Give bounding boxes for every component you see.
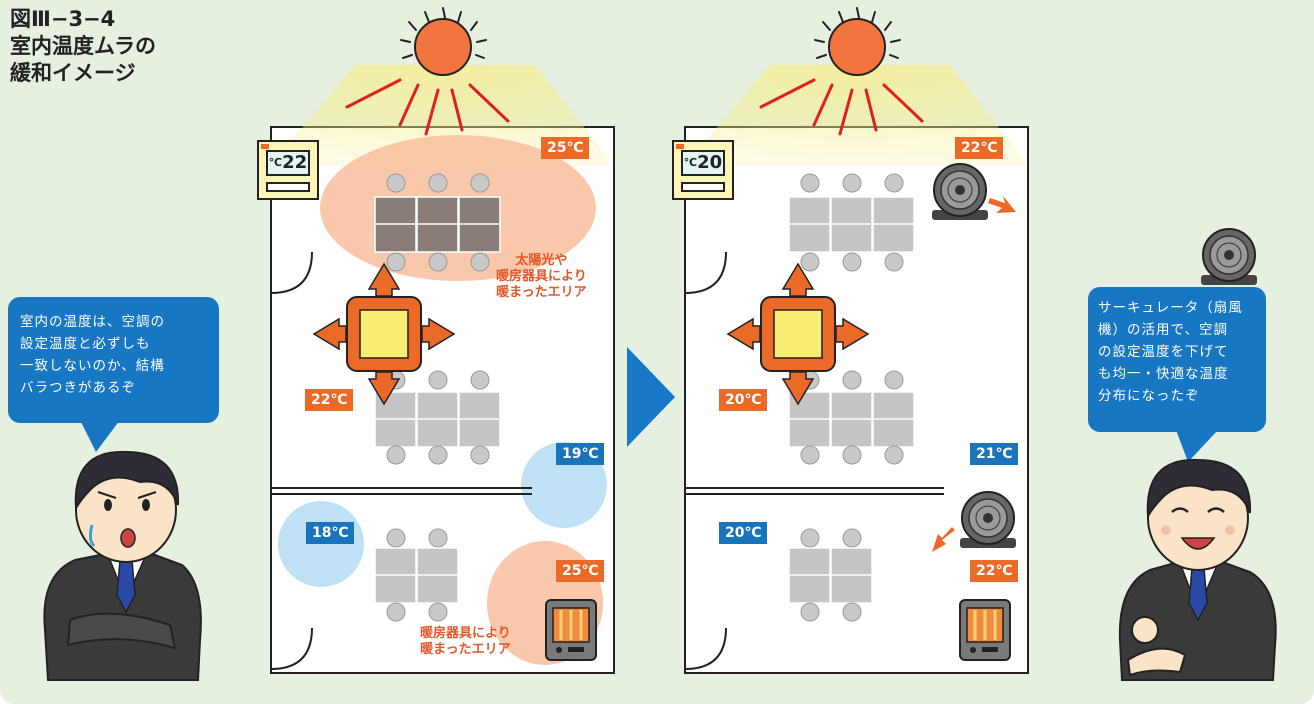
- left-temp-center-left: 22℃: [305, 389, 354, 411]
- left-door-top: [270, 251, 313, 295]
- right-fan-bottom-arrow: [932, 527, 955, 552]
- right-desk-group-top: [788, 173, 915, 272]
- figure-title: 図Ⅲ−3−4 室内温度ムラの 緩和イメージ: [10, 6, 156, 87]
- right-temp-bottom-left: 20℃: [719, 522, 768, 544]
- right-heater-icon: [958, 598, 1012, 662]
- right-thermostat-display: ℃20: [681, 150, 725, 176]
- left-person-illustration: [43, 450, 202, 681]
- left-temp-top-right: 25℃: [541, 137, 590, 159]
- left-speech-bubble: 室内の温度は、空調の 設定温度と必ずしも 一致しないのか、結構 バラつきがあるぞ: [8, 297, 219, 423]
- right-speech-bubble: サーキュレータ（扇風 機）の活用で、空調 の設定温度を下げて も均一・快適な温度…: [1088, 287, 1266, 432]
- left-temp-bottom-right: 25℃: [556, 560, 605, 582]
- left-cool-zone-left: [278, 501, 364, 587]
- left-bubble-tail: [80, 420, 120, 452]
- heater-warm-area-label: 暖房器具により 暖まったエリア: [420, 626, 511, 657]
- left-sun-icon: [345, 7, 510, 136]
- right-temp-center-left: 20℃: [719, 389, 768, 411]
- sunlight-warm-area-label: 太陽光や 暖房器具により 暖まったエリア: [496, 253, 587, 300]
- left-thermostat-display: ℃22: [266, 150, 310, 176]
- right-temp-bottom-right: 22℃: [970, 560, 1019, 582]
- transition-arrow-icon: [627, 347, 675, 447]
- right-temp-right-middle: 21℃: [970, 443, 1019, 465]
- left-heater-icon: [544, 598, 598, 662]
- right-sun-icon: [759, 7, 924, 136]
- left-desk-group-top: [374, 173, 501, 272]
- left-sunlight-glow: [271, 65, 614, 165]
- left-thermostat: ℃22: [257, 140, 319, 200]
- right-fan-bottom-icon: [959, 491, 1017, 549]
- right-temp-top-right: 22℃: [955, 137, 1004, 159]
- circulator-fan-icon: [1200, 228, 1258, 286]
- right-fan-top-arrow: [988, 196, 1016, 213]
- right-sunlight-glow: [685, 65, 1028, 165]
- right-thermostat: ℃20: [672, 140, 734, 200]
- title-line-2: 室内温度ムラの: [10, 34, 156, 58]
- right-bubble-tail: [1176, 430, 1218, 462]
- title-line-1: 図Ⅲ−3−4: [10, 7, 116, 31]
- left-temp-right-middle: 19℃: [556, 443, 605, 465]
- title-line-3: 緩和イメージ: [10, 61, 136, 85]
- left-door-bottom: [270, 627, 313, 671]
- right-person-illustration: [1118, 458, 1277, 681]
- right-fan-top-icon: [931, 163, 989, 221]
- left-temp-bottom-left: 18℃: [306, 522, 355, 544]
